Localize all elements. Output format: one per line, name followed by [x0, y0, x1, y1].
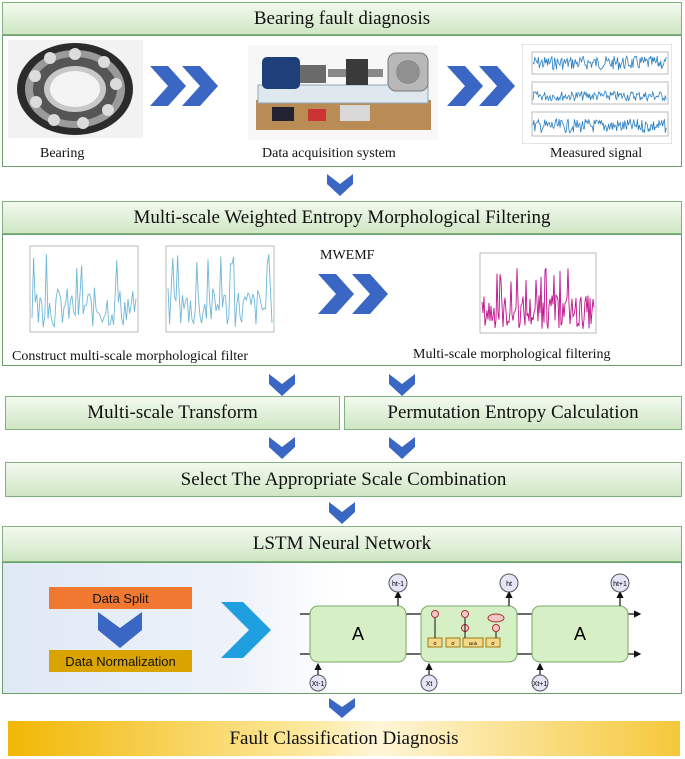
svg-text:Xt-1: Xt-1: [312, 681, 325, 688]
x-prev-node: [309, 674, 327, 692]
lstm-title: LSTM Neural Network: [252, 533, 432, 554]
down-arrow-icon: [389, 374, 415, 396]
data-normalization-label: Data Normalization: [65, 653, 176, 669]
svg-text:tanh: tanh: [469, 642, 478, 647]
title-bar: Bearing fault diagnosis: [2, 2, 682, 35]
down-arrow-icon: [327, 174, 353, 196]
svg-text:ht: ht: [506, 581, 512, 588]
bearing-label: Bearing: [40, 146, 85, 161]
data-split-box: Data Split: [49, 587, 192, 609]
x-next-node: [531, 674, 549, 692]
filtered-signal-plot: [466, 243, 601, 343]
down-arrow-icon: [269, 437, 295, 459]
data-split-label: Data Split: [92, 590, 149, 606]
right-chevron-icon: [221, 602, 271, 658]
svg-text:σ: σ: [491, 641, 495, 647]
svg-text:A: A: [352, 624, 364, 644]
select-scale-box: Select The Appropriate Scale Combination: [5, 462, 682, 497]
multiscale-transform-box: Multi-scale Transform: [5, 396, 340, 430]
permutation-entropy-box: Permutation Entropy Calculation: [344, 396, 682, 430]
h-cur-node: [499, 573, 519, 593]
bearing-image: [8, 40, 143, 138]
down-chevron-icon: [98, 612, 142, 648]
svg-text:ht-1: ht-1: [392, 581, 404, 588]
measured-signal-image: [522, 44, 672, 144]
svg-text:Xt+1: Xt+1: [533, 681, 548, 688]
svg-text:σ: σ: [433, 641, 437, 647]
down-arrow-icon: [329, 502, 355, 524]
filter-plot-1: [12, 242, 142, 342]
flow-chevron-icon: [150, 66, 218, 106]
fault-classification-label: Fault Classification Diagnosis: [229, 727, 459, 749]
data-normalization-box: Data Normalization: [49, 650, 192, 672]
h-next-node: [610, 573, 630, 593]
filtering-caption: Multi-scale morphological filtering: [413, 347, 611, 362]
flow-chevron-icon: [447, 66, 515, 106]
svg-text:Xt: Xt: [426, 681, 433, 688]
mwemf-title-bar: Multi-scale Weighted Entropy Morphologic…: [2, 201, 682, 234]
signal-label: Measured signal: [550, 146, 643, 161]
mwemf-title: Multi-scale Weighted Entropy Morphologic…: [133, 206, 551, 228]
down-arrow-icon: [329, 698, 355, 718]
fault-classification-box: Fault Classification Diagnosis: [8, 721, 680, 756]
h-prev-node: [388, 573, 408, 593]
mwemf-arrow-label: MWEMF: [320, 248, 375, 263]
lstm-diagram: A A σ σ tanh σ ht-1 ht ht+1 Xt-1 Xt Xt+1: [300, 573, 642, 692]
flow-chevron-icon: [318, 274, 388, 314]
construct-caption: Construct multi-scale morphological filt…: [12, 349, 248, 364]
down-arrow-icon: [389, 437, 415, 459]
down-arrow-icon: [269, 374, 295, 396]
select-scale-label: Select The Appropriate Scale Combination: [180, 468, 507, 490]
x-cur-node: [420, 674, 438, 692]
permutation-entropy-label: Permutation Entropy Calculation: [387, 402, 639, 423]
lstm-title-bar: LSTM Neural Network: [2, 526, 682, 562]
svg-text:ht+1: ht+1: [613, 581, 627, 588]
lstm-cell-left: [309, 605, 407, 663]
das-label: Data acquisition system: [262, 146, 396, 161]
lstm-cell-right: [531, 605, 629, 663]
filter-plot-2: [148, 242, 278, 342]
title-text: Bearing fault diagnosis: [253, 7, 431, 29]
svg-text:A: A: [574, 624, 586, 644]
data-acquisition-image: [248, 45, 438, 140]
multiscale-transform-label: Multi-scale Transform: [87, 402, 258, 423]
svg-text:σ: σ: [451, 641, 455, 647]
